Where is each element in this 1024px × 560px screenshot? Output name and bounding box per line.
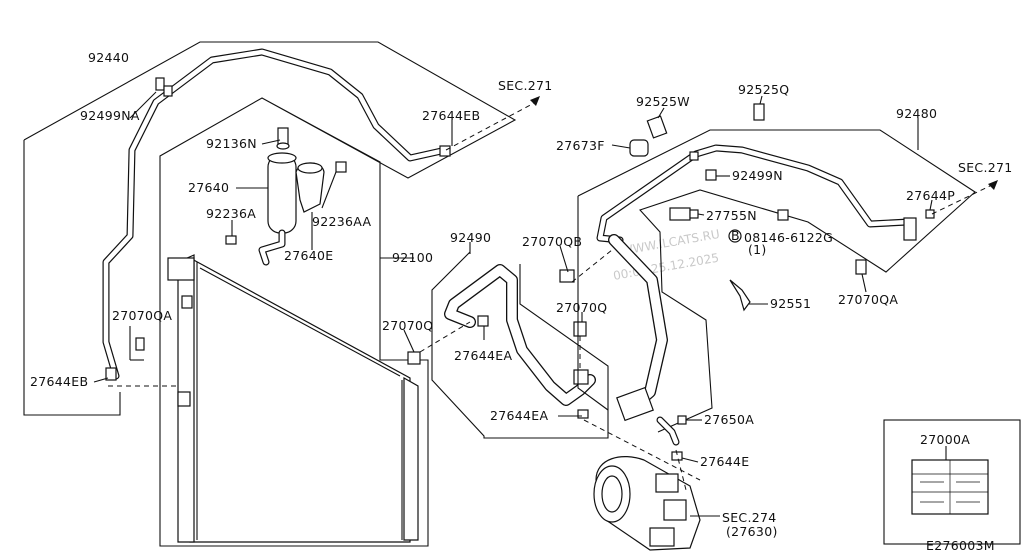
label-27644EB-left: 27644EB [30,374,88,389]
label-27640: 27640 [188,180,229,195]
part-27673F [629,139,649,157]
label-sec274: SEC.274 [722,510,777,525]
ac-label-sticker [911,459,989,515]
label-27070Q-mid: 27070Q [556,300,607,315]
label-27644EA-top: 27644EA [454,348,512,363]
label-27644EB-top: 27644EB [422,108,480,123]
label-92236A: 92236A [206,206,256,221]
label-27650A: 27650A [704,412,754,427]
label-27070QA-left: 27070QA [112,308,172,323]
part-92525Q [753,103,765,121]
label-92100: 92100 [392,250,433,265]
receiver-drier [225,127,347,266]
part-92551 [729,279,751,312]
label-92499NA: 92499NA [80,108,140,123]
group-outline-92480 [577,129,976,433]
part-92525W [646,115,668,139]
arrow-sec271-left [530,96,540,106]
compressor [593,456,701,551]
group-outline-92440-left [23,140,121,416]
label-sec271-right: SEC.271 [958,160,1013,175]
condenser [167,254,419,543]
arrow-sec271-right [988,180,998,190]
label-27644E: 27644E [700,454,749,469]
label-92551: 92551 [770,296,811,311]
label-08146-6122G: 08146-6122G [744,230,833,245]
label-sec271-left: SEC.271 [498,78,553,93]
part-27755N [669,207,691,221]
label-08146-qty: (1) [748,242,767,257]
leader-lines [93,91,947,517]
diagram-id: E276003M [926,538,995,553]
label-92480: 92480 [896,106,937,121]
label-27000A: 27000A [920,432,970,447]
label-92236AA: 92236AA [312,214,371,229]
label-box [883,419,1021,545]
label-27630: (27630) [726,524,778,539]
label-27755N: 27755N [706,208,757,223]
dash-sec271-left [445,101,537,151]
label-92499N: 92499N [732,168,783,183]
group-outline-92440 [23,41,517,547]
label-27070QA-right: 27070QA [838,292,898,307]
label-92136N: 92136N [206,136,257,151]
label-92490: 92490 [450,230,491,245]
label-92525W: 92525W [636,94,690,109]
label-27640E: 27640E [284,248,333,263]
label-92525Q: 92525Q [738,82,789,97]
part-labels: 92440 92499NA 92136N 27640 92236A 92236A… [30,50,1013,553]
dash-27070q [419,321,471,353]
label-27070Q-left: 27070Q [382,318,433,333]
group-outline-92490 [431,251,609,439]
label-27070QB: 27070QB [522,234,582,249]
label-27644P: 27644P [906,188,955,203]
label-92440: 92440 [88,50,129,65]
label-27644EA-bot: 27644EA [490,408,548,423]
dash-sec271-right [931,183,995,215]
label-27673F: 27673F [556,138,605,153]
dash-compressor-92480 [675,449,687,491]
label-08146-circle: B [731,228,740,243]
